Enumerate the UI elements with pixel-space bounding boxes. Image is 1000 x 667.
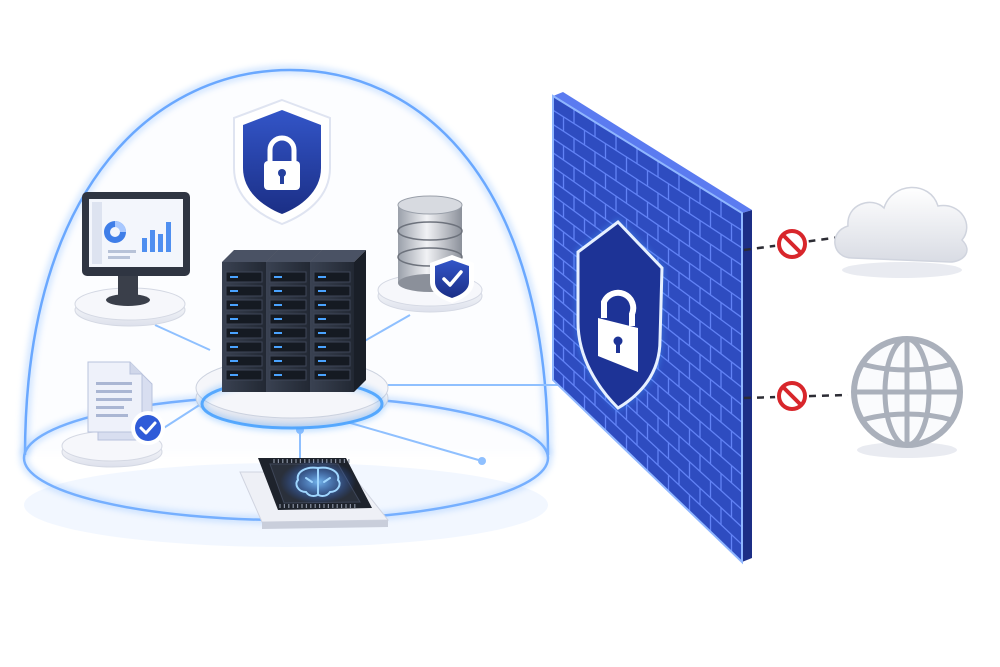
- server-led: [230, 374, 238, 376]
- blocked-link-cloud: [743, 227, 849, 261]
- analytics-monitor-icon: [74, 192, 190, 327]
- server-drive-bay: [313, 327, 351, 339]
- server-drive-bay: [313, 299, 351, 311]
- server-drive-bay: [225, 271, 263, 283]
- shield-lock-icon: [233, 98, 331, 226]
- server-drive-bay: [225, 327, 263, 339]
- server-led: [230, 318, 238, 320]
- cloud-icon: [834, 186, 968, 278]
- server-led: [274, 332, 282, 334]
- server-drive-bay: [225, 369, 263, 381]
- no-entry-icon: [775, 227, 809, 261]
- server-drive-bay: [313, 341, 351, 353]
- server-led: [274, 346, 282, 348]
- server-led: [274, 318, 282, 320]
- server-led: [230, 290, 238, 292]
- server-drive-bay: [225, 313, 263, 325]
- server-drive-bay: [269, 285, 307, 297]
- server-drive-bay: [313, 271, 351, 283]
- server-drive-bay: [269, 299, 307, 311]
- ai-brain-chip-icon: [239, 458, 390, 529]
- server-led: [230, 332, 238, 334]
- server-led: [274, 374, 282, 376]
- database-shield-icon: [377, 195, 483, 313]
- server-rack-icon: [195, 250, 389, 432]
- no-entry-icon: [775, 379, 809, 413]
- server-drive-bay: [313, 355, 351, 367]
- server-drive-bay: [269, 355, 307, 367]
- server-led: [274, 360, 282, 362]
- server-led: [318, 360, 326, 362]
- server-drive-bay: [225, 299, 263, 311]
- server-drive-bay: [269, 341, 307, 353]
- server-drive-bay: [269, 271, 307, 283]
- server-drive-bay: [269, 313, 307, 325]
- server-led: [230, 346, 238, 348]
- server-led: [230, 276, 238, 278]
- server-led: [318, 332, 326, 334]
- firewall-shield-lock-icon: [575, 218, 666, 412]
- server-drive-bay: [313, 369, 351, 381]
- server-led: [318, 346, 326, 348]
- server-drive-bay: [269, 369, 307, 381]
- document-check-icon: [61, 361, 165, 468]
- server-led: [318, 374, 326, 376]
- server-led: [274, 290, 282, 292]
- server-led: [318, 318, 326, 320]
- server-drive-bay: [313, 285, 351, 297]
- server-led: [318, 304, 326, 306]
- server-led: [274, 304, 282, 306]
- server-drive-bay: [225, 355, 263, 367]
- server-led: [318, 276, 326, 278]
- server-led: [318, 290, 326, 292]
- server-led: [230, 360, 238, 362]
- server-led: [274, 276, 282, 278]
- server-drive-bay: [313, 313, 351, 325]
- server-drive-bay: [225, 285, 263, 297]
- server-led: [230, 304, 238, 306]
- globe-icon: [851, 336, 963, 458]
- server-drive-bay: [269, 327, 307, 339]
- blocked-link-globe: [743, 379, 849, 413]
- server-drive-bay: [225, 341, 263, 353]
